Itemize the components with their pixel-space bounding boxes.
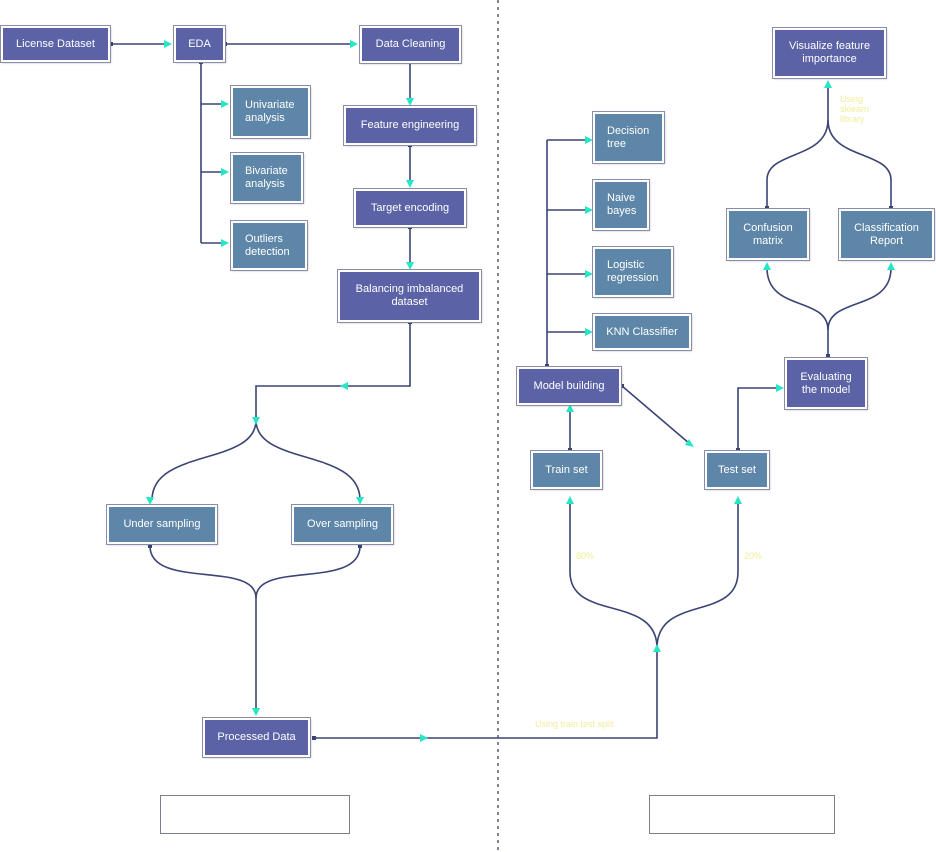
connector-dot (826, 354, 830, 358)
connector-dot (358, 544, 362, 548)
connector-split-right (255, 419, 361, 501)
arrowhead (585, 206, 593, 214)
node-visualize-feature-importance: Visualize feature importance (772, 27, 887, 79)
connector-dot (408, 320, 412, 324)
connector-dot (568, 448, 572, 452)
arrowhead (685, 439, 694, 447)
arrowhead (734, 496, 742, 504)
connector-over-merge (255, 545, 361, 599)
node-under-sampling: Under sampling (106, 504, 218, 545)
connector-dot (545, 364, 549, 368)
connector-dot (620, 384, 624, 388)
arrowhead (887, 262, 895, 270)
node-balancing-dataset: Balancing imbalanced dataset (337, 269, 482, 323)
connector-split-train (569, 502, 658, 649)
connector-balancing-split (255, 322, 411, 420)
arrowhead (585, 328, 593, 336)
label-using-sklearn: Using sklearn library (840, 94, 870, 124)
node-test-set: Test set (704, 450, 770, 490)
node-model-building: Model building (516, 366, 622, 406)
arrowhead (406, 262, 414, 270)
arrowhead (653, 644, 661, 652)
connector-dot (109, 42, 113, 46)
node-univariate-analysis: Univariate analysis (230, 85, 311, 139)
node-feature-engineering: Feature engineering (343, 105, 477, 146)
connector-under-merge (149, 545, 257, 599)
connector-classification-up (827, 119, 892, 208)
arrowhead (146, 497, 154, 505)
empty-box-right (649, 795, 835, 834)
label-test-percent: 20% (744, 551, 763, 561)
node-target-encoding: Target encoding (353, 188, 467, 228)
arrowhead (566, 496, 574, 504)
arrowhead (252, 708, 260, 716)
connector-dot (408, 225, 412, 229)
connector-dot (736, 448, 740, 452)
node-eda: EDA (173, 25, 226, 63)
arrowhead (406, 98, 414, 106)
arrowhead (824, 80, 832, 88)
arrowhead (776, 384, 784, 392)
connector-dot (199, 60, 203, 64)
arrowhead (763, 262, 771, 270)
label-train-percent: 80% (576, 551, 595, 561)
node-bivariate-analysis: Bivariate analysis (230, 152, 304, 204)
node-knn-classifier: KNN Classifier (592, 313, 692, 351)
connector-split-test (656, 502, 739, 649)
label-using-train-test-split: Using train test split (535, 719, 614, 729)
connector-processed-split (314, 648, 658, 739)
connector-dot (223, 42, 227, 46)
node-logistic-regression: Logistic regression (592, 246, 674, 298)
node-license-dataset: License Dataset (0, 25, 111, 63)
node-naive-bayes: Naive bayes (592, 179, 650, 231)
connector-confusion-up (766, 86, 829, 208)
node-data-cleaning: Data Cleaning (359, 25, 462, 64)
arrowhead (585, 136, 593, 144)
connector-merge-confusion (766, 267, 829, 331)
connector-model-test (621, 385, 691, 445)
connector-dot (408, 143, 412, 147)
empty-box-left (160, 795, 350, 834)
arrowhead (585, 270, 593, 278)
node-over-sampling: Over sampling (291, 504, 394, 545)
node-outliers-detection: Outliers detection (230, 220, 308, 271)
node-decision-tree: Decision tree (592, 111, 665, 164)
arrowhead (406, 180, 414, 188)
connector-test-evaluating (737, 387, 778, 450)
arrowhead (164, 40, 172, 48)
connector-split-left (151, 419, 257, 501)
arrowhead (221, 239, 229, 247)
node-classification-report: Classification Report (838, 208, 935, 261)
arrowhead (566, 404, 574, 412)
arrowhead (221, 168, 229, 176)
arrowhead (350, 40, 358, 48)
connector-dot (765, 206, 769, 210)
connector-dot (148, 544, 152, 548)
connector-dot (889, 206, 893, 210)
node-evaluating-model: Evaluating the model (784, 357, 868, 410)
arrowhead (340, 382, 348, 390)
connector-merge-classification (827, 267, 892, 331)
arrowhead (221, 100, 229, 108)
arrowhead (252, 417, 260, 425)
arrowhead (420, 734, 428, 742)
connector-dot (312, 736, 316, 740)
node-confusion-matrix: Confusion matrix (726, 208, 810, 261)
node-processed-data: Processed Data (202, 717, 311, 758)
arrowhead (356, 497, 364, 505)
node-train-set: Train set (530, 450, 603, 490)
